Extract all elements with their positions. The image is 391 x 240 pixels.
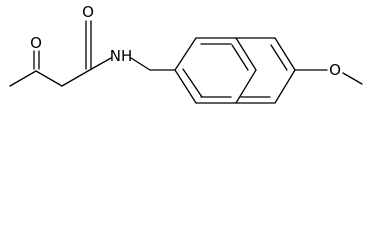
bond-amide-cn	[87, 57, 112, 72]
bond-ring-b3	[274, 69, 296, 104]
bond-ch2-amide	[61, 70, 89, 87]
bond-n-ch2	[130, 57, 151, 71]
bond-ketone-ch2	[35, 70, 63, 87]
ketone-oxygen-label: O	[30, 34, 42, 52]
bond-ring-a6	[174, 69, 197, 104]
bond-ring-a1	[174, 37, 197, 71]
skeletal-formula: O O NH O	[9, 3, 363, 104]
amide-oxygen-label: O	[82, 3, 94, 21]
bond-ring-b2-inner	[270, 44, 288, 71]
structure-canvas: O O NH O	[9, 3, 363, 104]
bond-ring-a6-inner	[182, 68, 203, 98]
bond-oxygen-methyl	[342, 72, 363, 85]
bond-ring-a3	[235, 37, 257, 71]
bond-ring-fusion-inner	[231, 44, 249, 71]
bond-ring-fusion	[235, 69, 257, 104]
amide-nitrogen-label: NH	[110, 47, 133, 65]
ether-oxygen-label: O	[329, 61, 341, 79]
bond-methyl-ketone	[9, 70, 37, 87]
bond-ring-b2	[274, 37, 296, 71]
